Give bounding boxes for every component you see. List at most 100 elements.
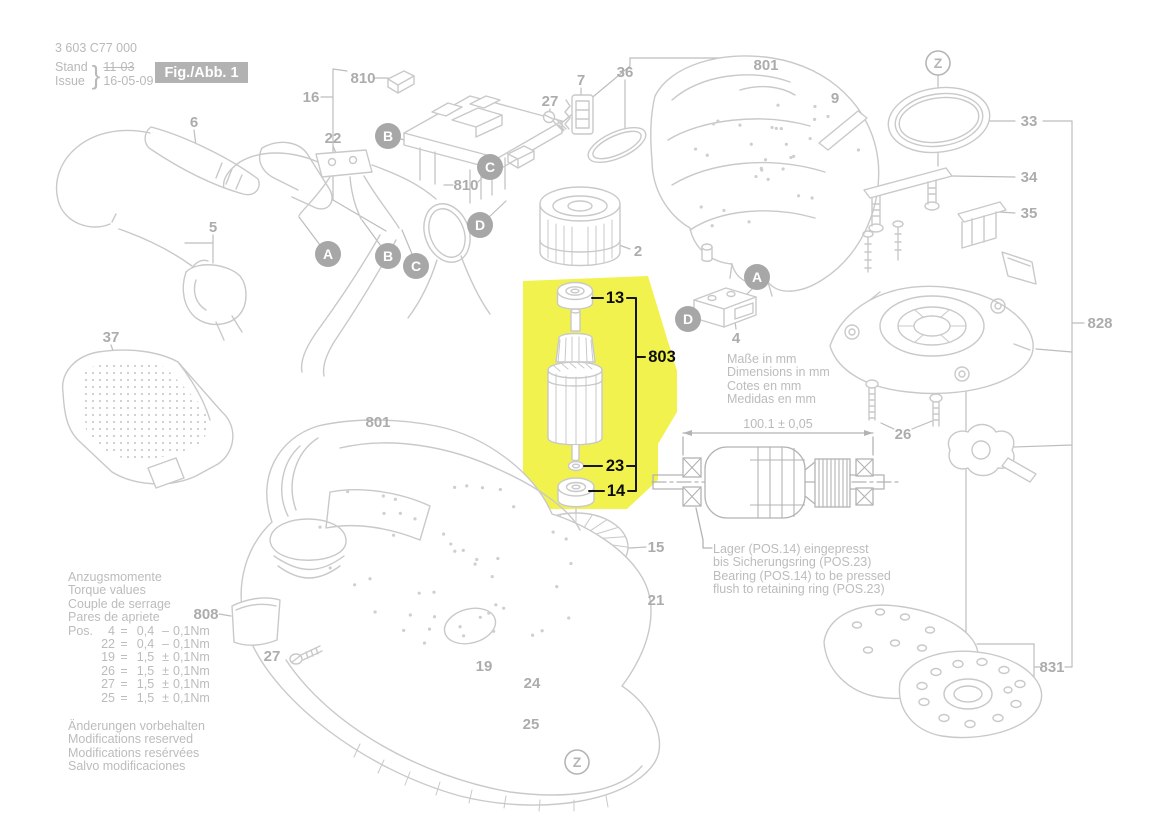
callout-C: C: [477, 154, 503, 180]
switch-4: [685, 287, 757, 328]
sanding-plate-carrier: [829, 285, 1034, 395]
armature-assembly: [547, 281, 603, 508]
top-housing: [650, 55, 880, 297]
svg-text:B: B: [383, 128, 393, 144]
figure-label: Fig./Abb. 1: [155, 62, 248, 83]
part-label-9: 9: [831, 90, 839, 107]
part-label-4: 4: [732, 330, 741, 347]
callout-D: D: [467, 212, 493, 238]
part-label-35: 35: [1021, 205, 1038, 222]
screw-27-left: [289, 645, 323, 665]
bearing-13: [556, 281, 594, 310]
seal-ring-36: [587, 126, 647, 164]
screws-26: [865, 379, 943, 427]
part-label-16: 16: [303, 89, 320, 106]
seal-ring-33: [887, 86, 991, 154]
svg-text:D: D: [475, 217, 485, 233]
part-label-803: 803: [648, 348, 676, 366]
part-number: 3 603 C77 000: [55, 41, 138, 55]
part-label-5: 5: [209, 219, 217, 236]
svg-text:D: D: [683, 311, 693, 327]
issue-value: 16-05-09: [103, 73, 154, 88]
stand-label: Stand: [55, 60, 88, 74]
svg-text:A: A: [323, 246, 333, 262]
highlight-bracket: [583, 297, 646, 492]
stator-field: [539, 186, 621, 267]
part-label-24: 24: [524, 675, 541, 692]
part-label-27-top: 27: [542, 93, 559, 110]
part-label-810-top: 810: [350, 70, 375, 87]
clamp-bar-9: [818, 110, 868, 151]
callout-A: A: [315, 241, 341, 267]
part-label-37: 37: [103, 329, 120, 346]
part-label-21: 21: [648, 592, 665, 609]
part-label-27-left: 27: [264, 648, 281, 665]
power-cord: [55, 126, 333, 267]
callout-A: A: [744, 264, 770, 290]
dust-box: [61, 349, 234, 489]
title-block: 3 603 C77 000 Stand Issue } 11-03 16-05-…: [55, 42, 153, 88]
callout-B: B: [375, 123, 401, 149]
stand-value: 11-03: [103, 60, 135, 74]
power-plug: [182, 259, 247, 341]
part-label-810-mid: 810: [453, 177, 478, 194]
pin: [701, 243, 713, 262]
callout-D: D: [675, 306, 701, 332]
part-label-7: 7: [577, 72, 585, 89]
revision-block: Stand Issue } 11-03 16-05-09: [55, 59, 154, 90]
retaining-ring-23: [567, 460, 585, 472]
part-label-36: 36: [617, 64, 634, 81]
part-label-801-top: 801: [753, 57, 778, 74]
part-label-22: 22: [325, 130, 342, 147]
bridge-34: [862, 167, 953, 273]
part-label-14: 14: [607, 482, 626, 500]
issue-label: Issue: [55, 73, 85, 88]
part-label-13: 13: [606, 289, 624, 307]
part-label-19: 19: [476, 658, 493, 675]
part-label-6: 6: [190, 114, 198, 131]
part-label-808: 808: [193, 606, 218, 623]
svg-text:C: C: [485, 159, 495, 175]
insert-35: [957, 201, 1037, 285]
svg-text:A: A: [752, 269, 762, 285]
part-label-15: 15: [648, 539, 665, 556]
dimension-value: 100.1 ± 0,05: [743, 417, 812, 431]
callout-B: B: [375, 243, 401, 269]
part-label-33: 33: [1021, 113, 1038, 130]
brush-holder-and-screw: [542, 94, 594, 135]
svg-text:Z: Z: [573, 754, 582, 770]
dimension-drawing: 100.1 ± 0,05: [651, 417, 899, 549]
backing-pad: [898, 650, 1043, 739]
svg-text:Z: Z: [934, 55, 943, 71]
part-label-831: 831: [1039, 659, 1064, 676]
revision-brace: }: [91, 59, 101, 90]
armature-803: [547, 308, 603, 462]
callout-Z: Z: [925, 50, 951, 76]
bearing-14: [557, 477, 595, 508]
callout-Z: Z: [564, 749, 590, 775]
cable-harness: [222, 149, 491, 377]
callout-C: C: [403, 253, 429, 279]
electronics-module: [387, 70, 563, 204]
part-label-2: 2: [634, 243, 642, 260]
part-label-23: 23: [606, 457, 624, 475]
part-label-801-left: 801: [365, 414, 390, 431]
part-label-34: 34: [1021, 169, 1038, 186]
part-label-26: 26: [895, 426, 912, 443]
part-label-828: 828: [1087, 315, 1112, 332]
nameplate-808: [231, 597, 281, 646]
main-body: [240, 419, 661, 812]
wrench-clip: [947, 423, 1037, 483]
svg-text:C: C: [411, 258, 421, 274]
part-label-25: 25: [523, 716, 540, 733]
